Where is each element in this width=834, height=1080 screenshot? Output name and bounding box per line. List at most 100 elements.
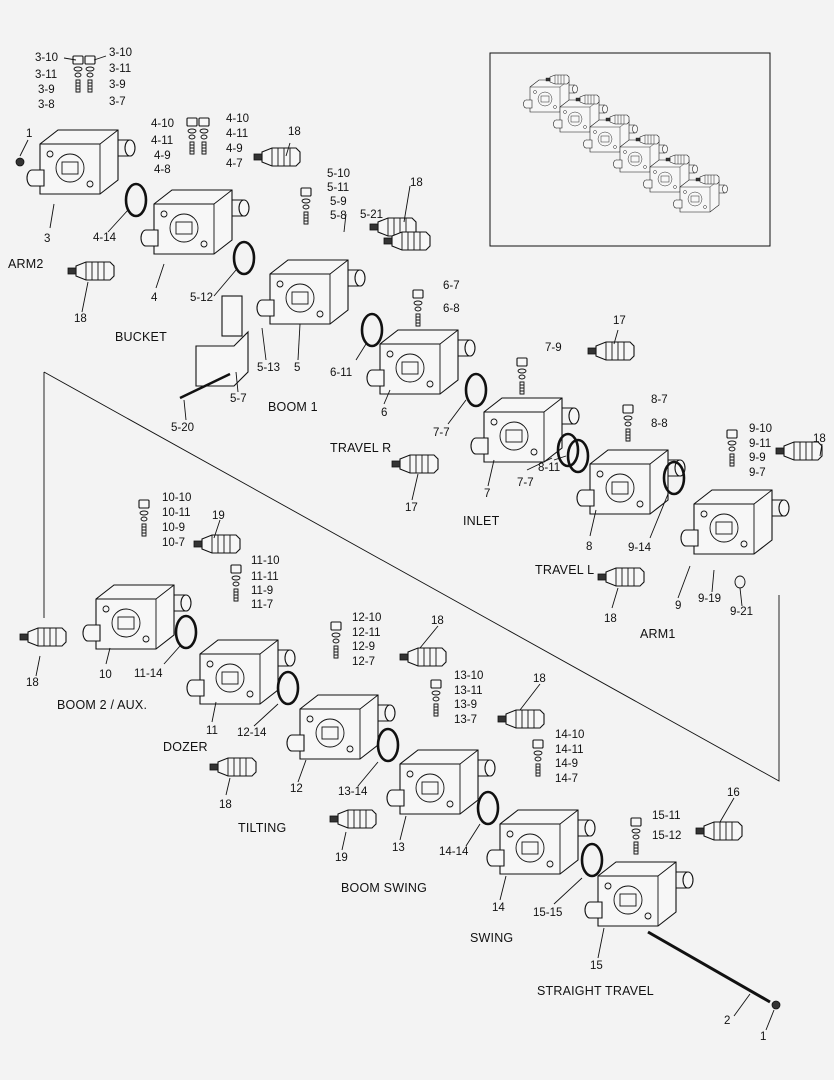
callout-11-9: 11-9 [251, 585, 273, 597]
callout-9-10: 9-10 [749, 423, 772, 435]
oring-13-14 [376, 727, 400, 763]
callout-13-10: 13-10 [454, 670, 483, 682]
oring-14-14 [476, 790, 500, 826]
callout-19-b: 19 [335, 852, 348, 864]
callout-7-7-b: 7-7 [517, 477, 534, 489]
callout-8: 8 [586, 541, 592, 553]
callout-5: 5 [294, 362, 300, 374]
section-label-arm1: ARM1 [640, 627, 676, 641]
arm1-valve-body [680, 489, 790, 555]
boom2-valve-body [82, 584, 192, 650]
leader-lines [19, 55, 823, 1031]
callout-7-9: 7-9 [545, 342, 562, 354]
callout-9-9: 9-9 [749, 452, 766, 464]
callout-9: 9 [675, 600, 681, 612]
callout-11-7: 11-7 [251, 599, 273, 611]
callout-11-10: 11-10 [251, 555, 280, 567]
oring-5-12 [232, 240, 256, 276]
callout-4-10-left: 4-10 [151, 118, 174, 130]
overview-inset-frame [489, 52, 771, 247]
bucket-valve-body [140, 189, 250, 255]
callout-13-7: 13-7 [454, 714, 477, 726]
callout-11-14: 11-14 [134, 668, 163, 680]
callout-2: 2 [724, 1015, 730, 1027]
callout-11-11: 11-11 [251, 571, 279, 583]
callout-1-top: 1 [26, 128, 32, 140]
callout-17-b: 17 [405, 502, 418, 514]
callout-4: 4 [151, 292, 158, 304]
callout-9-7: 9-7 [749, 467, 766, 479]
callout-5-11: 5-11 [327, 182, 349, 194]
callout-13-11: 13-11 [454, 685, 483, 697]
callout-13: 13 [392, 842, 405, 854]
callout-5-7: 5-7 [230, 393, 247, 405]
inlet-valve-body [470, 397, 580, 463]
callout-7: 7 [484, 488, 490, 500]
section-label-inlet: INLET [463, 514, 500, 528]
callout-4-9-right: 4-9 [226, 143, 243, 155]
callout-10: 10 [99, 669, 112, 681]
callout-4-14: 4-14 [93, 232, 117, 244]
callout-3: 3 [44, 233, 50, 245]
section-label-tilting: TILTING [238, 821, 286, 835]
section-label-straight-travel: STRAIGHT TRAVEL [537, 984, 654, 998]
callout-13-9: 13-9 [454, 699, 477, 711]
callout-14: 14 [492, 902, 505, 914]
section-label-bucket: BUCKET [115, 330, 167, 344]
callout-18-f: 18 [26, 677, 39, 689]
callout-8-11: 8-11 [538, 462, 560, 474]
callout-11: 11 [206, 725, 218, 737]
callout-15-11: 15-11 [652, 810, 681, 822]
callout-8-7: 8-7 [651, 394, 668, 406]
callout-12-9: 12-9 [352, 641, 375, 653]
callout-labels: 3-10 3-10 3-11 3-11 3-9 3-9 3-8 3-7 1 3 … [26, 47, 826, 1043]
section-label-travel-r: TRAVEL R [330, 441, 391, 455]
callout-19-a: 19 [212, 510, 225, 522]
nut-arm2 [15, 157, 25, 167]
callout-12-10: 12-10 [352, 612, 381, 624]
overview-valve-assembly [523, 74, 728, 213]
callout-3-7: 3-7 [109, 96, 126, 108]
callout-18-i: 18 [533, 673, 546, 685]
callout-4-11-left: 4-11 [151, 135, 173, 147]
callout-4-8: 4-8 [154, 164, 171, 176]
callout-10-10: 10-10 [162, 492, 191, 504]
callout-18-h: 18 [219, 799, 232, 811]
callout-3-9-left: 3-9 [38, 84, 55, 96]
callout-14-14: 14-14 [439, 846, 469, 858]
callout-10-11: 10-11 [162, 507, 191, 519]
nut-1 [771, 1000, 781, 1010]
callout-18-e: 18 [604, 613, 617, 625]
callout-5-20: 5-20 [171, 422, 194, 434]
boom1-valve-body [256, 259, 366, 325]
callout-6-8: 6-8 [443, 303, 460, 315]
callout-15: 15 [590, 960, 603, 972]
straight-travel-valve-body [584, 861, 694, 927]
oring-8-11 [556, 432, 580, 468]
callout-5-8: 5-8 [330, 210, 347, 222]
oring-7-7 [464, 372, 488, 408]
callout-18-a: 18 [288, 126, 301, 138]
bypass-valve-block [195, 330, 249, 387]
travel-r-valve-body [366, 329, 476, 395]
callout-9-19: 9-19 [698, 593, 721, 605]
callout-6-11: 6-11 [330, 367, 352, 379]
callout-7-7-a: 7-7 [433, 427, 450, 439]
callout-18-b: 18 [74, 313, 87, 325]
oring-9-14 [662, 460, 686, 496]
section-label-swing: SWING [470, 931, 513, 945]
callout-10-7: 10-7 [162, 537, 185, 549]
callout-14-9: 14-9 [555, 758, 578, 770]
section-label-boom2: BOOM 2 / AUX. [57, 698, 147, 712]
oring-11-14 [174, 614, 198, 650]
callout-18-d: 18 [813, 433, 826, 445]
callout-17-a: 17 [613, 315, 626, 327]
callout-4-7: 4-7 [226, 158, 243, 170]
callout-13-14: 13-14 [338, 786, 368, 798]
callout-14-7: 14-7 [555, 773, 578, 785]
callout-18-c: 18 [410, 177, 423, 189]
callout-3-8: 3-8 [38, 99, 55, 111]
callout-9-21: 9-21 [730, 606, 753, 618]
